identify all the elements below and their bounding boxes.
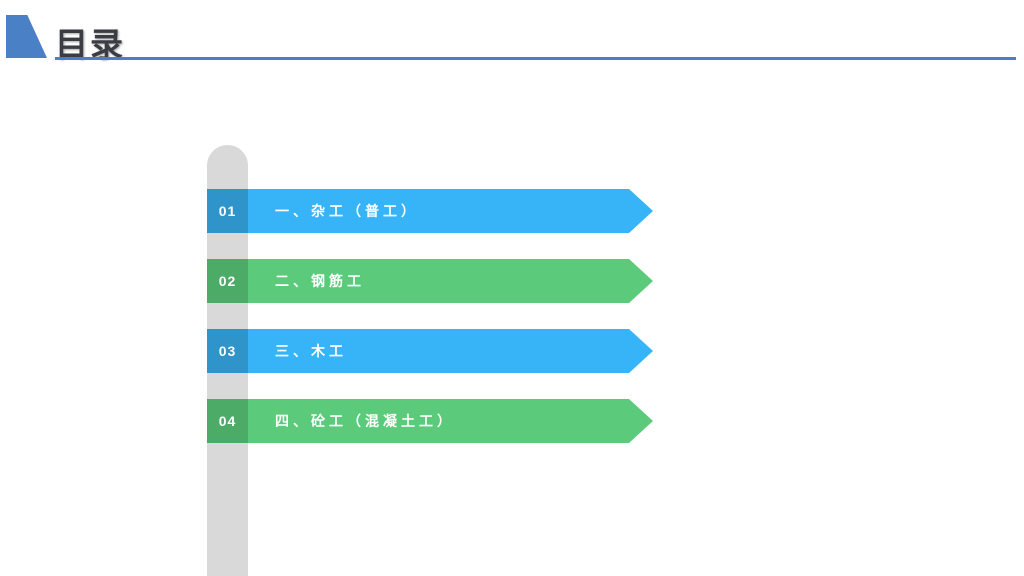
page-title: 目录 xyxy=(55,26,125,63)
toc-item[interactable]: 01 一、杂工（普工） xyxy=(207,189,653,233)
toc-item-number: 02 xyxy=(207,259,248,303)
toc-item-label: 二、钢筋工 xyxy=(275,273,365,289)
toc-item-banner: 四、砼工（混凝土工） xyxy=(248,399,653,443)
toc-item-banner: 二、钢筋工 xyxy=(248,259,653,303)
header-accent-shape xyxy=(6,15,47,58)
toc-item-label: 三、木工 xyxy=(275,343,347,359)
toc-item-label: 一、杂工（普工） xyxy=(275,203,419,219)
toc-item-number: 04 xyxy=(207,399,248,443)
toc-item[interactable]: 02 二、钢筋工 xyxy=(207,259,653,303)
toc-item[interactable]: 03 三、木工 xyxy=(207,329,653,373)
toc-item-label: 四、砼工（混凝土工） xyxy=(275,413,455,429)
toc-item-number: 01 xyxy=(207,189,248,233)
toc-item-banner: 三、木工 xyxy=(248,329,653,373)
toc-list: 01 一、杂工（普工） 02 二、钢筋工 03 三、木工 04 四、砼工（混凝土… xyxy=(207,189,653,443)
toc-item-banner: 一、杂工（普工） xyxy=(248,189,653,233)
toc-item-number: 03 xyxy=(207,329,248,373)
title-underline xyxy=(55,57,1016,60)
toc-item[interactable]: 04 四、砼工（混凝土工） xyxy=(207,399,653,443)
